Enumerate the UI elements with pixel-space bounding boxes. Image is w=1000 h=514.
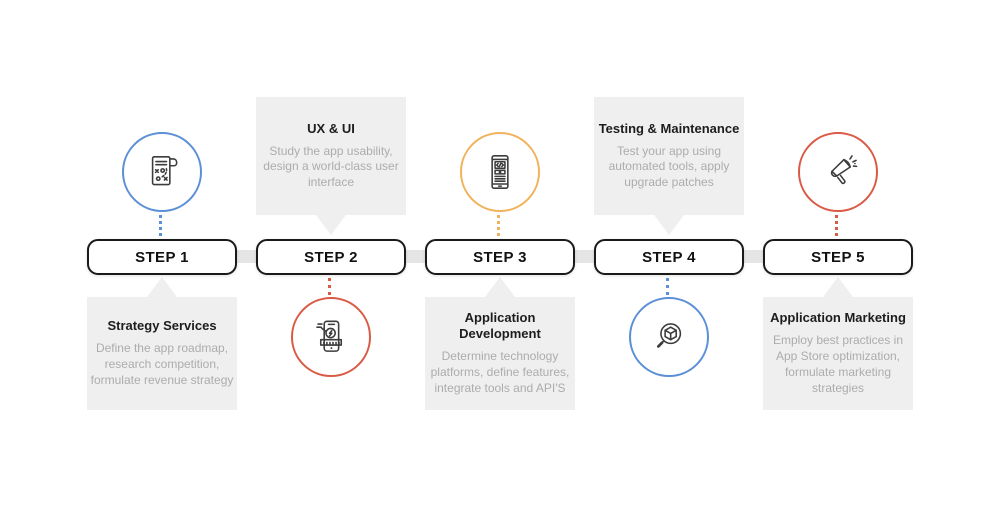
step-2-label: STEP 2 — [304, 248, 358, 266]
info-box-description: Define the app roadmap, research competi… — [90, 341, 234, 387]
info-box-title: Strategy Services — [107, 318, 217, 334]
info-box-title: Testing & Maintenance — [598, 120, 740, 136]
step-3-button: STEP 3 — [425, 239, 575, 275]
magnifier-cube-icon — [656, 323, 682, 348]
step-3-info-box: Application Development Determine techno… — [425, 297, 575, 410]
step-4-info-box: Testing & Maintenance Test your app usin… — [594, 97, 744, 215]
infobox-pointer — [316, 215, 346, 235]
step-3-icon-circle — [460, 132, 540, 212]
step-4-button: STEP 4 — [594, 239, 744, 275]
step-column-2: UX & UI Study the app usability, design … — [256, 0, 406, 514]
megaphone-icon — [830, 155, 858, 185]
step-1-info-box: Strategy Services Define the app roadmap… — [87, 297, 237, 410]
dotted-connector — [835, 215, 838, 236]
step-5-label: STEP 5 — [811, 248, 865, 266]
info-box-description: Test your app using automated tools, app… — [608, 143, 730, 190]
step-5-button: STEP 5 — [763, 239, 913, 275]
step-2-info-box: UX & UI Study the app usability, design … — [256, 97, 406, 215]
step-1-icon-circle — [122, 132, 202, 212]
info-box-title: Application Marketing — [770, 310, 906, 326]
step-column-4: Testing & Maintenance Test your app usin… — [594, 0, 744, 514]
step-1-button: STEP 1 — [87, 239, 237, 275]
infobox-pointer — [485, 277, 515, 297]
step-5-info-box: Application Marketing Employ best practi… — [763, 297, 913, 410]
phone-ux-design-icon — [316, 320, 343, 352]
step-column-1: STEP 1 Strategy Services Define the app … — [87, 0, 237, 514]
infobox-pointer — [654, 215, 684, 235]
phone-code-icon — [491, 155, 509, 189]
step-column-5: STEP 5 Application Marketing Employ best… — [763, 0, 913, 514]
info-box-description: Study the app usability, design a world-… — [263, 143, 399, 190]
step-2-icon-circle — [291, 297, 371, 377]
dotted-connector — [159, 215, 162, 236]
step-5-icon-circle — [798, 132, 878, 212]
infobox-pointer — [147, 277, 177, 297]
step-1-label: STEP 1 — [135, 248, 189, 266]
step-column-3: STEP 3 Application Development Determine… — [425, 0, 575, 514]
info-box-title: Application Development — [459, 310, 541, 342]
dotted-connector — [497, 215, 500, 236]
step-4-icon-circle — [629, 297, 709, 377]
step-4-label: STEP 4 — [642, 248, 696, 266]
strategy-plan-icon — [151, 156, 178, 186]
infobox-pointer — [823, 277, 853, 297]
dotted-connector — [666, 278, 669, 295]
info-box-description: Employ best practices in App Store optim… — [772, 333, 904, 395]
info-box-description: Determine technology platforms, define f… — [430, 348, 570, 395]
info-box-title: UX & UI — [307, 120, 355, 136]
step-3-label: STEP 3 — [473, 248, 527, 266]
dotted-connector — [328, 278, 331, 295]
step-2-button: STEP 2 — [256, 239, 406, 275]
